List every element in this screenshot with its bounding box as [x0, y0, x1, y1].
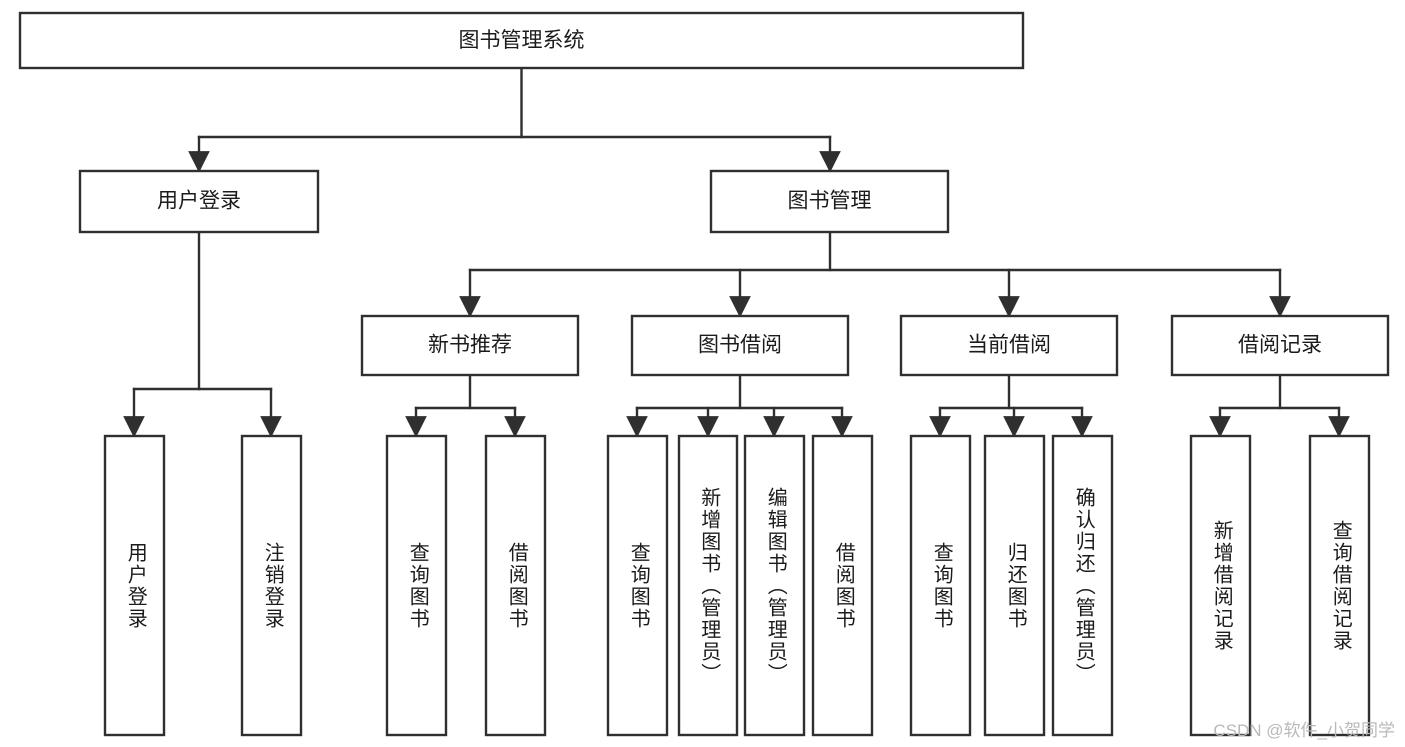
connectors-root-to-level2: [188, 66, 841, 173]
node-new-book-recommend-label: 新书推荐: [428, 334, 512, 357]
csdn-watermark: CSDN @软件_小贺同学: [1213, 721, 1395, 740]
connectors-new-book-recommend-to-leaves: [405, 373, 526, 438]
node-leaf-query-book-current-box[interactable]: [909, 434, 972, 737]
node-new-book-recommend-box[interactable]: [360, 314, 580, 377]
node-leaf-query-book-recommend-box[interactable]: [385, 434, 448, 737]
node-leaf-add-borrow-record-box[interactable]: [1189, 434, 1252, 737]
node-leaf-query-book-borrow-box[interactable]: [606, 434, 669, 737]
node-leaf-add-book-box[interactable]: [677, 434, 739, 737]
node-leaf-logout-login-label: 注销登录: [261, 542, 284, 630]
connectors-book-manage-to-level3: [459, 230, 1291, 318]
connectors-user-login-to-leaves: [123, 230, 282, 438]
node-leaf-return-book-box[interactable]: [983, 434, 1046, 737]
leaf-boxes: [103, 434, 1371, 737]
node-current-borrow-label: 当前借阅: [967, 334, 1051, 357]
leaf-labels: 用户登录 注销登录 查询图书 借阅图书 查询图书 新增图书（管理员） 编辑图书（…: [124, 487, 1352, 685]
node-current-borrow[interactable]: 当前借阅: [899, 314, 1119, 377]
node-root[interactable]: 图书管理系统: [18, 11, 1025, 70]
node-leaf-add-book-label: 新增图书（管理员）: [698, 487, 721, 685]
node-root-box[interactable]: [18, 11, 1025, 70]
node-leaf-confirm-return-box[interactable]: [1051, 434, 1114, 737]
connectors-borrow-record-to-leaves: [1209, 373, 1350, 438]
node-leaf-user-login-box[interactable]: [103, 434, 166, 737]
node-book-borrow-label: 图书借阅: [698, 334, 782, 357]
connectors-current-borrow-to-leaves: [929, 373, 1093, 438]
node-borrow-record-label: 借阅记录: [1238, 334, 1322, 357]
node-user-login-label: 用户登录: [157, 190, 241, 213]
connectors-book-borrow-to-leaves: [626, 373, 853, 438]
node-leaf-query-book-current-label: 查询图书: [930, 542, 953, 630]
node-leaf-user-login-label: 用户登录: [124, 542, 147, 630]
node-book-manage-label: 图书管理: [788, 190, 872, 213]
node-current-borrow-box[interactable]: [899, 314, 1119, 377]
node-leaf-query-borrow-record-box[interactable]: [1308, 434, 1371, 737]
node-book-manage[interactable]: 图书管理: [709, 169, 950, 234]
node-borrow-record[interactable]: 借阅记录: [1170, 314, 1390, 377]
node-leaf-edit-book-box[interactable]: [743, 434, 806, 737]
node-book-manage-box[interactable]: [709, 169, 950, 234]
node-book-borrow-box[interactable]: [630, 314, 850, 377]
node-leaf-edit-book-label: 编辑图书（管理员）: [764, 487, 787, 685]
node-root-label: 图书管理系统: [459, 29, 585, 52]
node-leaf-return-book-label: 归还图书: [1004, 542, 1027, 630]
node-book-borrow[interactable]: 图书借阅: [630, 314, 850, 377]
node-new-book-recommend[interactable]: 新书推荐: [360, 314, 580, 377]
node-user-login[interactable]: 用户登录: [78, 169, 320, 234]
node-leaf-confirm-return-label: 确认归还（管理员）: [1072, 487, 1095, 685]
node-leaf-borrow-book-recommend-label: 借阅图书: [505, 542, 528, 630]
node-leaf-query-book-recommend-label: 查询图书: [406, 542, 429, 630]
node-user-login-box[interactable]: [78, 169, 320, 234]
node-borrow-record-box[interactable]: [1170, 314, 1390, 377]
node-leaf-add-borrow-record-label: 新增借阅记录: [1210, 520, 1233, 652]
node-leaf-query-book-borrow-label: 查询图书: [627, 542, 650, 630]
node-leaf-borrow-book-label: 借阅图书: [832, 542, 855, 630]
node-leaf-borrow-book-box[interactable]: [811, 434, 874, 737]
node-leaf-logout-login-box[interactable]: [240, 434, 303, 737]
node-leaf-borrow-book-recommend-box[interactable]: [484, 434, 547, 737]
node-leaf-query-borrow-record-label: 查询借阅记录: [1329, 520, 1352, 652]
